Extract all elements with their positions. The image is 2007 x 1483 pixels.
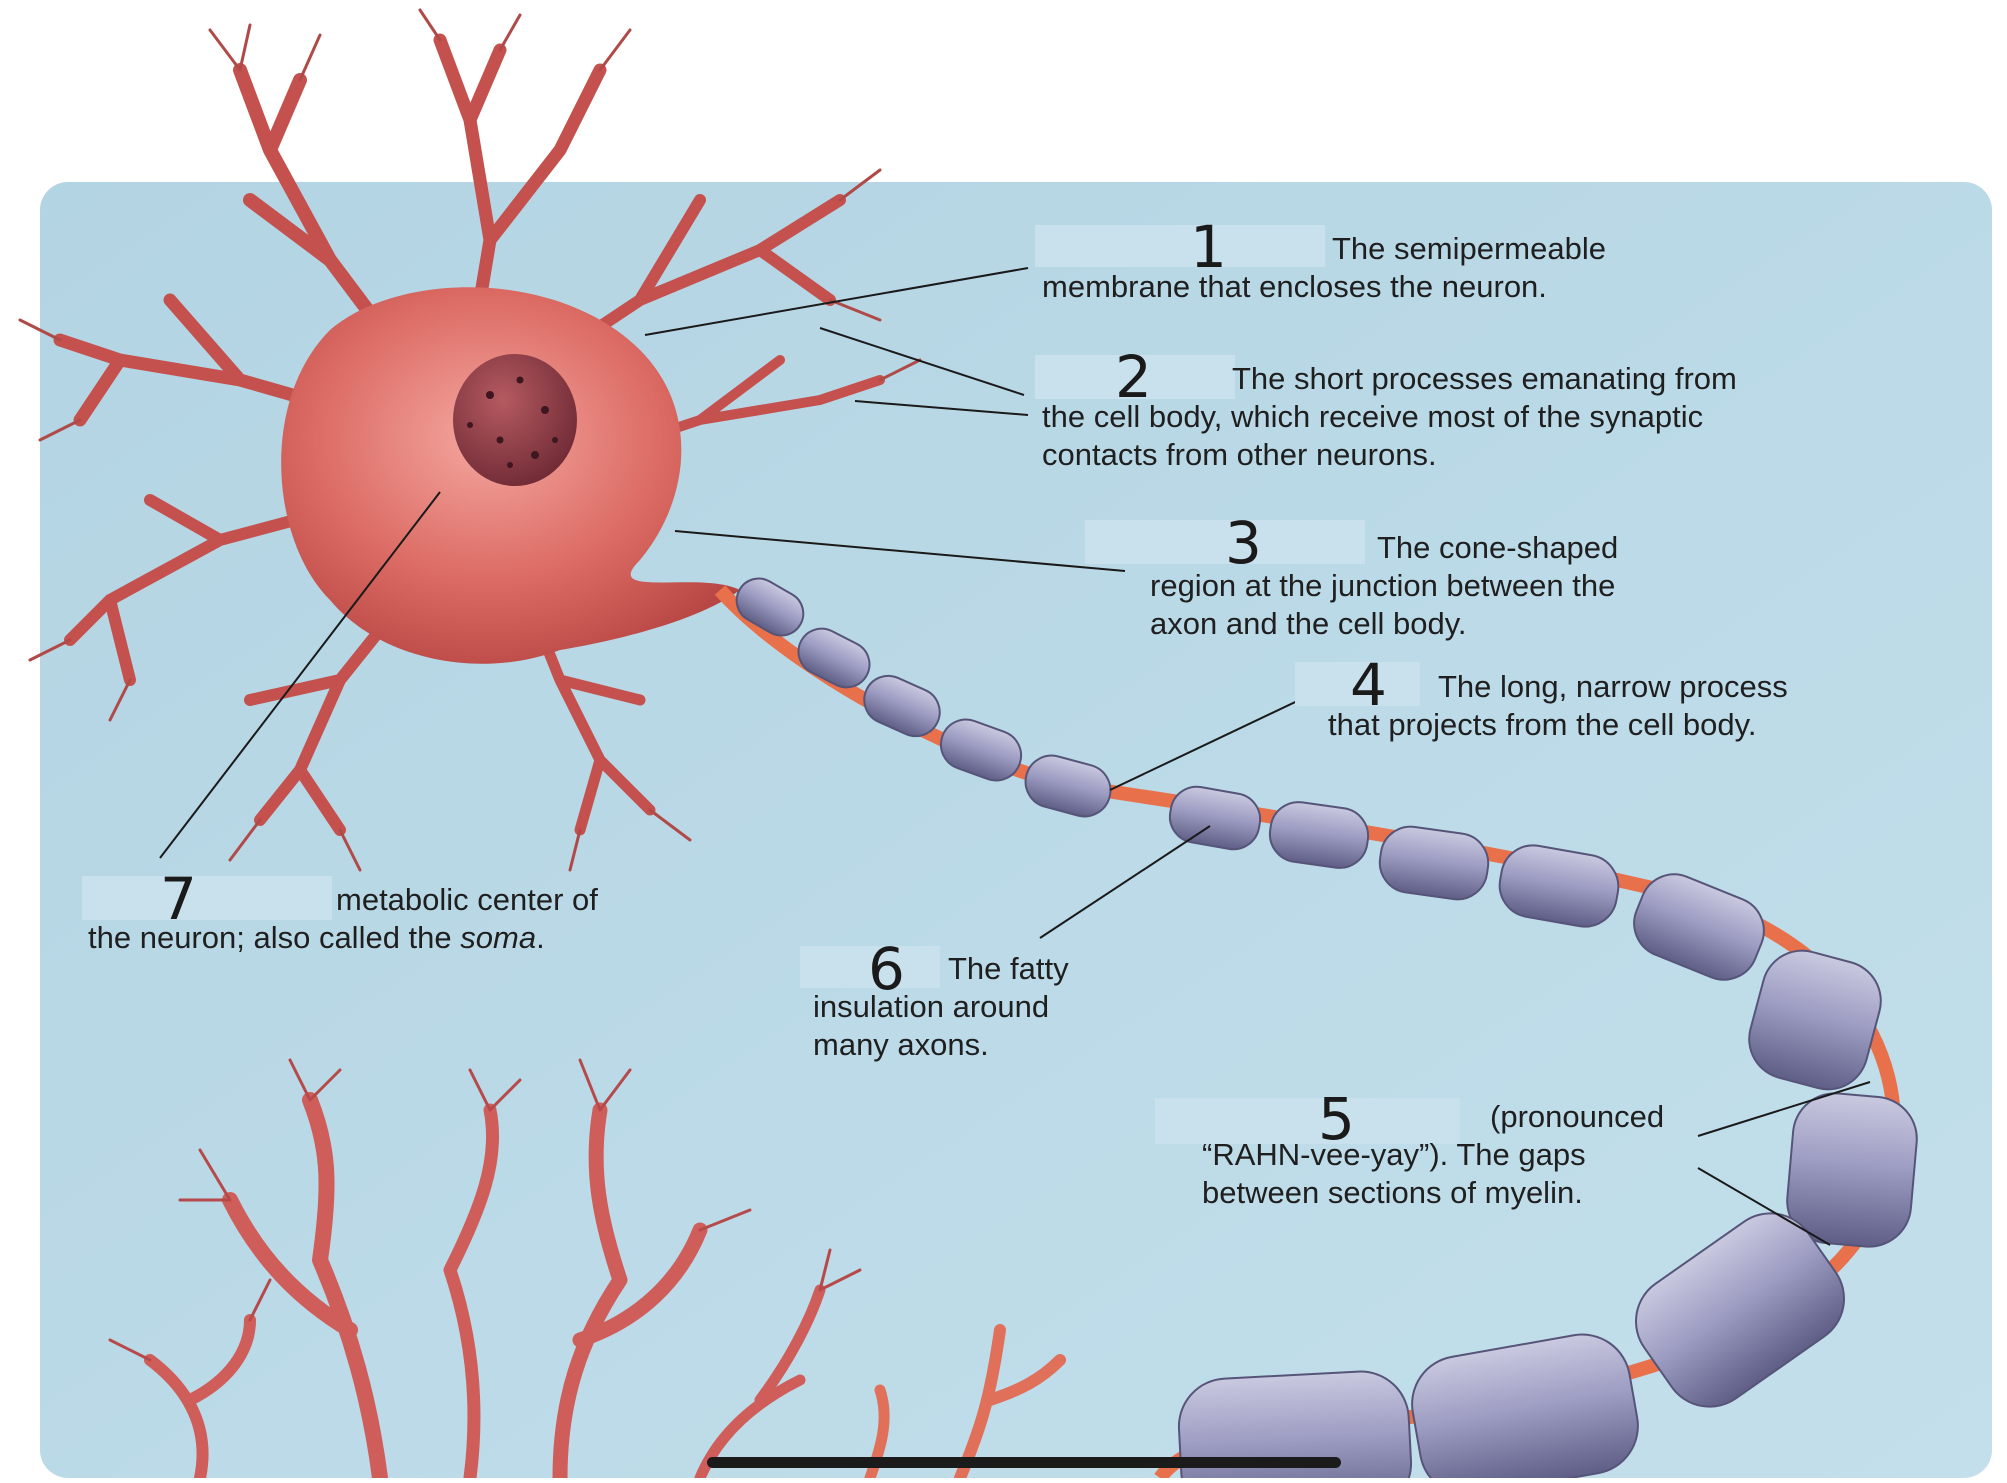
leader-line-2a xyxy=(819,327,1025,396)
label-line: between sections of myelin. xyxy=(1202,1175,1583,1210)
handwritten-number-3: 3 xyxy=(1225,509,1262,577)
label-dendrites: The short processes emanating from the c… xyxy=(1042,360,1737,474)
lower-fine-branches xyxy=(108,1058,862,1362)
label-line: metabolic center of xyxy=(336,882,598,917)
handwritten-number-4: 4 xyxy=(1350,651,1387,719)
label-cell-body: metabolic center of the neuron; also cal… xyxy=(88,881,598,957)
dendrites xyxy=(53,33,885,836)
nucleus xyxy=(453,354,577,486)
label-cell-membrane: The semipermeable membrane that encloses… xyxy=(1042,230,1606,306)
label-nodes-of-ranvier: (pronounced “RAHN-vee-yay”). The gaps be… xyxy=(1202,1098,1664,1212)
leader-line-6 xyxy=(1039,825,1211,939)
label-italic-term: soma xyxy=(460,920,537,955)
label-line: that projects from the cell body. xyxy=(1328,707,1757,742)
label-line: the neuron; also called the soma. xyxy=(88,919,598,957)
label-line: axon and the cell body. xyxy=(1150,606,1467,641)
label-myelin: The fatty insulation around many axons. xyxy=(813,950,1069,1064)
home-indicator-bar[interactable] xyxy=(707,1457,1341,1468)
handwritten-number-6: 6 xyxy=(868,935,905,1003)
label-punctuation: . xyxy=(536,920,545,955)
label-line: The semipermeable xyxy=(1332,231,1606,266)
handwritten-number-5: 5 xyxy=(1318,1085,1355,1153)
label-line: region at the junction between the xyxy=(1150,568,1616,603)
fine-dendrite-branches xyxy=(18,8,922,872)
handwritten-number-7: 7 xyxy=(160,865,197,933)
leader-line-5b xyxy=(1697,1167,1831,1246)
leader-lines xyxy=(159,267,1871,1246)
label-line: membrane that encloses the neuron. xyxy=(1042,269,1547,304)
leader-line-5a xyxy=(1697,1081,1871,1137)
label-line: “RAHN-vee-yay”). The gaps xyxy=(1202,1137,1586,1172)
lower-neuron-dendrites xyxy=(144,1092,826,1483)
label-text: the neuron; also called the xyxy=(88,920,452,955)
term-redactions xyxy=(82,225,1460,1144)
label-line: insulation around xyxy=(813,989,1050,1024)
label-line: The cone-shaped xyxy=(1377,530,1619,565)
label-line: The fatty xyxy=(948,951,1069,986)
leader-line-4 xyxy=(1109,694,1311,791)
label-axon: The long, narrow process that projects f… xyxy=(1328,668,1788,744)
leader-line-7 xyxy=(159,491,441,859)
nucleus-dots xyxy=(467,376,558,468)
label-line: The short processes emanating from xyxy=(1232,361,1737,396)
myelin-segments xyxy=(735,577,1918,1483)
label-line: (pronounced xyxy=(1490,1099,1665,1134)
label-axon-hillock: The cone-shaped region at the junction b… xyxy=(1150,529,1618,643)
leader-line-3 xyxy=(674,530,1126,572)
handwritten-number-1: 1 xyxy=(1190,213,1227,281)
label-line: the cell body, which receive most of the… xyxy=(1042,399,1704,434)
label-line: The long, narrow process xyxy=(1438,669,1788,704)
leader-line-2b xyxy=(854,400,1029,416)
label-line: many axons. xyxy=(813,1027,989,1062)
label-line: contacts from other neurons. xyxy=(1042,437,1437,472)
leader-line-1 xyxy=(644,267,1029,336)
handwritten-number-2: 2 xyxy=(1115,343,1152,411)
